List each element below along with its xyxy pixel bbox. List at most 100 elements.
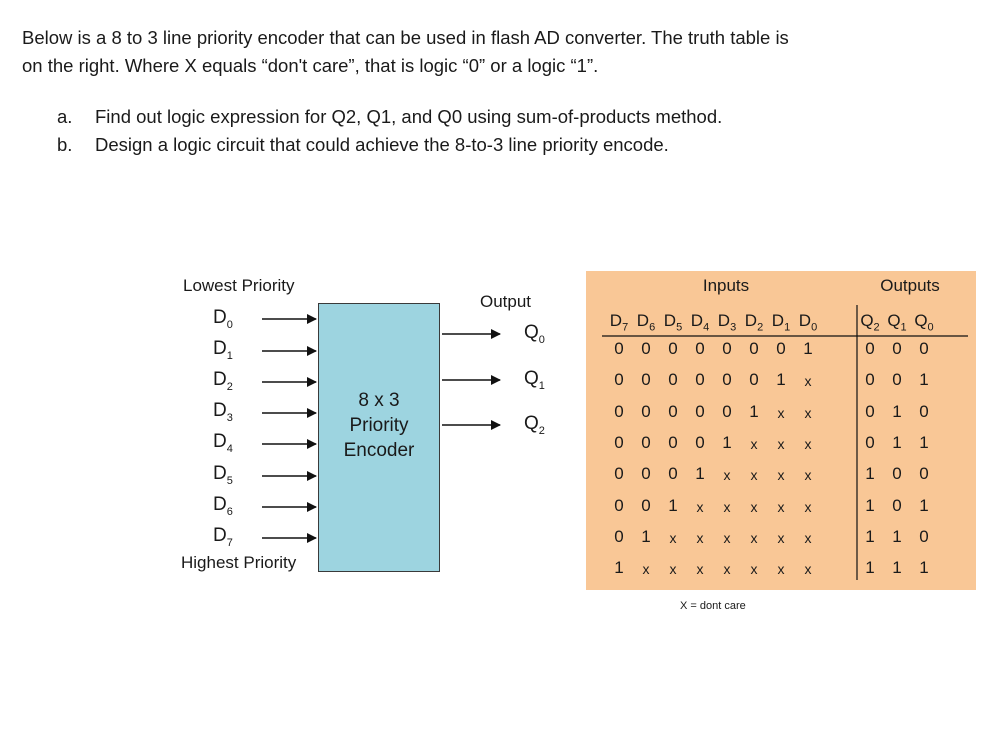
input-cell: 0 xyxy=(722,339,732,358)
input-cell: 0 xyxy=(641,464,651,484)
input-cell: 0 xyxy=(614,432,624,452)
question-b-text: Design a logic circuit that could achiev… xyxy=(95,134,669,155)
truth-table xyxy=(586,271,976,590)
encoder-block xyxy=(318,303,440,572)
input-cell: 0 xyxy=(722,370,732,390)
column-header-d2: D2 xyxy=(744,311,764,334)
input-cell: 0 xyxy=(668,401,678,421)
output-cell: 0 xyxy=(865,432,875,452)
input-cell: 0 xyxy=(668,432,678,452)
input-cell: 0 xyxy=(614,464,624,484)
input-cell: x xyxy=(804,404,812,421)
output-cell: 1 xyxy=(865,464,875,484)
input-cell: x xyxy=(723,467,731,484)
input-label-d6: D6 xyxy=(213,494,233,518)
question-a-label: a. xyxy=(57,106,73,127)
input-cell: x xyxy=(777,498,785,515)
input-label-d2: D2 xyxy=(213,369,233,393)
input-cell: 0 xyxy=(614,339,624,358)
output-cell: 1 xyxy=(865,558,875,578)
column-header-d7: D7 xyxy=(609,311,629,334)
question-b-label: b. xyxy=(57,134,73,155)
output-cell: 0 xyxy=(919,526,929,546)
input-cell: 0 xyxy=(614,526,624,546)
input-cell: 1 xyxy=(749,401,759,421)
output-cell: 1 xyxy=(919,558,929,578)
column-header-d6: D6 xyxy=(636,311,656,334)
column-header-d3: D3 xyxy=(717,311,737,334)
input-cell: x xyxy=(696,561,704,578)
output-cell: 1 xyxy=(919,495,929,515)
intro-text: Below is a 8 to 3 line priority encoder … xyxy=(22,24,982,80)
input-cell: x xyxy=(804,498,812,515)
column-header-d0: D0 xyxy=(798,311,818,334)
input-cell: x xyxy=(750,529,758,546)
input-label-d5: D5 xyxy=(213,463,233,487)
column-header-q0: Q0 xyxy=(914,311,934,334)
input-cell: 1 xyxy=(722,432,732,452)
input-cell: x xyxy=(777,404,785,421)
input-cell: x xyxy=(723,561,731,578)
output-label-q1: Q1 xyxy=(524,368,545,392)
encoder-block-text: 8 x 3 Priority Encoder xyxy=(318,388,440,463)
output-cell: 1 xyxy=(865,495,875,515)
input-cell: x xyxy=(696,529,704,546)
intro-line-2: on the right. Where X equals “don't care… xyxy=(22,55,599,76)
column-header-q1: Q1 xyxy=(887,311,907,334)
output-cell: 1 xyxy=(919,432,929,452)
input-cell: x xyxy=(750,435,758,452)
input-cell: x xyxy=(804,467,812,484)
output-cell: 0 xyxy=(865,370,875,390)
output-label-q2: Q2 xyxy=(524,413,545,437)
input-cell: 1 xyxy=(776,370,786,390)
input-cell: 1 xyxy=(803,339,813,358)
output-cell: 0 xyxy=(892,464,902,484)
output-cell: 1 xyxy=(892,526,902,546)
column-header-d1: D1 xyxy=(771,311,791,334)
input-cell: x xyxy=(804,529,812,546)
outputs-header: Outputs xyxy=(880,276,940,295)
output-cell: 0 xyxy=(919,464,929,484)
input-cell: 0 xyxy=(641,495,651,515)
highest-priority-label: Highest Priority xyxy=(181,553,297,572)
input-cell: x xyxy=(723,529,731,546)
output-cell: 1 xyxy=(919,370,929,390)
output-label: Output xyxy=(480,292,532,311)
output-cell: 1 xyxy=(865,526,875,546)
input-cell: 0 xyxy=(668,370,678,390)
output-cell: 1 xyxy=(892,558,902,578)
input-label-d0: D0 xyxy=(213,307,233,331)
input-cell: 0 xyxy=(641,401,651,421)
column-header-d4: D4 xyxy=(690,311,710,334)
input-cell: x xyxy=(669,529,677,546)
output-cell: 0 xyxy=(865,401,875,421)
input-cell: 1 xyxy=(668,495,678,515)
encoder-block-line-2: Priority xyxy=(349,415,409,436)
input-cell: x xyxy=(669,561,677,578)
output-cell: 1 xyxy=(892,432,902,452)
dont-care-note: X = dont care xyxy=(680,600,746,612)
input-cell: x xyxy=(777,561,785,578)
question-b: b. Design a logic circuit that could achi… xyxy=(57,131,669,159)
input-cell: x xyxy=(723,498,731,515)
input-label-d7: D7 xyxy=(213,525,233,549)
input-label-d4: D4 xyxy=(213,431,233,455)
input-label-d1: D1 xyxy=(213,338,233,362)
input-cell: 0 xyxy=(614,401,624,421)
input-cell: x xyxy=(804,373,812,390)
input-cell: 0 xyxy=(668,339,678,358)
question-a-text: Find out logic expression for Q2, Q1, an… xyxy=(95,106,723,127)
input-cell: 0 xyxy=(695,370,705,390)
input-cell: x xyxy=(777,529,785,546)
input-cell: x xyxy=(750,467,758,484)
encoder-block-line-1: 8 x 3 xyxy=(358,390,400,411)
input-cell: 1 xyxy=(641,526,651,546)
column-header-d5: D5 xyxy=(663,311,683,334)
input-cell: x xyxy=(642,561,650,578)
intro-line-1: Below is a 8 to 3 line priority encoder … xyxy=(22,27,789,48)
input-cell: 0 xyxy=(749,339,759,358)
output-cell: 0 xyxy=(892,370,902,390)
output-cell: 0 xyxy=(892,339,902,358)
output-cell: 0 xyxy=(919,401,929,421)
